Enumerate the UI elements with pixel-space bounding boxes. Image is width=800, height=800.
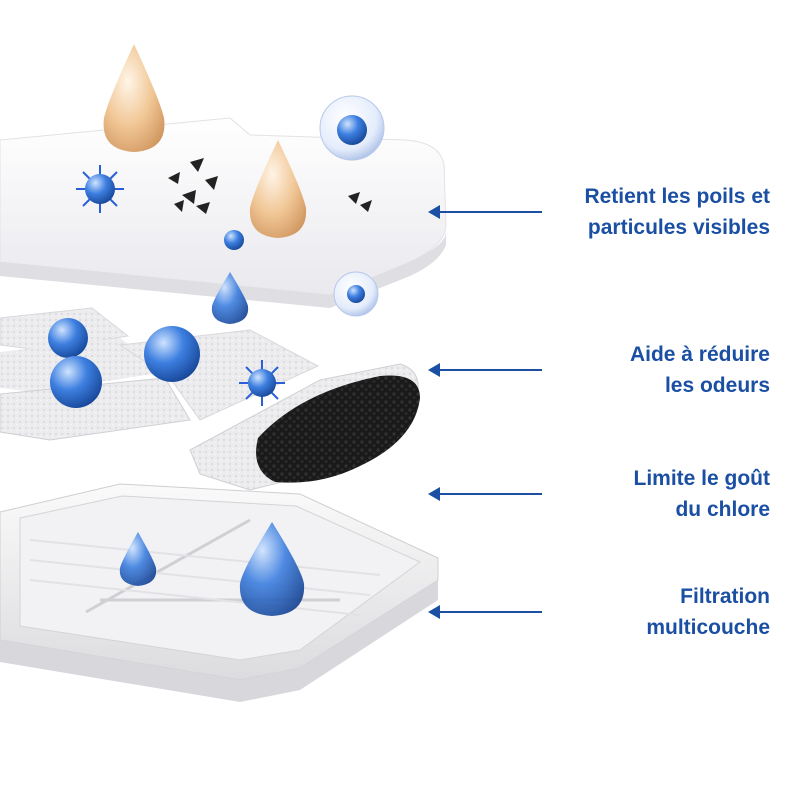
amber-droplet-icon [103, 44, 165, 152]
debris-icon [168, 158, 218, 214]
callout-label: Aide à réduire les odeurs [629, 343, 770, 397]
callout-label: Retient les poils et particules visibles [584, 185, 770, 239]
activated-carbon-granules [256, 375, 420, 483]
callout-label: Filtration multicouche [646, 585, 770, 639]
callout-chlorine-taste: Limite le goût du chlore [428, 454, 771, 534]
left-arrow-icon [428, 487, 542, 501]
blue-droplet-icon [144, 326, 200, 382]
callout-hair-particles: Retient les poils et particules visibles [428, 172, 770, 252]
callout-label: Limite le goût du chlore [633, 467, 771, 521]
left-arrow-icon [428, 605, 542, 619]
blue-droplet-icon [119, 532, 157, 586]
left-arrow-icon [428, 205, 542, 219]
filter-tray-layer [0, 483, 439, 702]
bubble-sphere-icon [319, 95, 385, 161]
blue-droplet-icon [50, 356, 102, 408]
amber-droplet-icon [249, 140, 307, 238]
blue-droplet-icon [239, 522, 305, 616]
callout-odors: Aide à réduire les odeurs [428, 330, 770, 410]
left-arrow-icon [428, 363, 542, 377]
foam-pad-layer [0, 117, 447, 308]
virus-icon [76, 165, 124, 213]
callout-multilayer-filtration: Filtration multicouche [428, 572, 770, 652]
debris-icon [348, 192, 372, 212]
blue-droplet-icon [211, 272, 249, 324]
virus-icon [239, 360, 285, 406]
blue-droplet-icon [48, 318, 88, 358]
blue-droplet-icon [224, 230, 244, 250]
bubble-sphere-icon [333, 271, 379, 317]
